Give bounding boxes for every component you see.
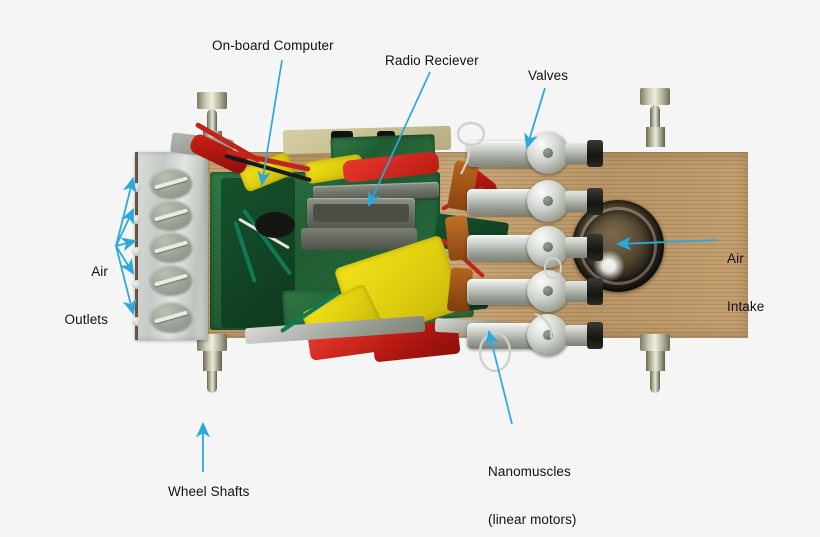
- air-outlet-lug-3: [132, 247, 141, 256]
- wheel-shaft-top-right: [640, 88, 670, 147]
- label-air-outlets-line2: Outlets: [64, 312, 108, 327]
- robot-photograph: [132, 88, 748, 397]
- wheel-shaft-bottom-right: [640, 334, 670, 393]
- label-wheel-shafts: Wheel Shafts: [168, 484, 250, 499]
- label-nanomuscles-line1: Nanomuscles: [488, 464, 571, 479]
- air-outlet-screw-1: [150, 168, 192, 198]
- label-valves: Valves: [528, 68, 569, 83]
- label-air-outlets-line1: Air: [91, 264, 108, 279]
- label-air-intake: Air Intake: [727, 219, 764, 347]
- leader-air-outlet-3: [115, 237, 138, 252]
- label-nanomuscles-line2: (linear motors): [488, 512, 577, 527]
- air-outlet-lug-4: [132, 280, 141, 289]
- receiver-module: [301, 228, 417, 250]
- label-air-outlets: Air Outlets: [18, 232, 108, 360]
- air-outlet-manifold: [132, 152, 208, 340]
- air-outlet-lug-2: [132, 215, 141, 224]
- leader-air-outlet-5: [115, 245, 137, 316]
- air-outlet-screw-3: [150, 232, 192, 262]
- label-radio-receiver: Radio Reciever: [385, 53, 479, 68]
- leader-air-outlet-4: [115, 245, 135, 275]
- leader-air-outlet-1: [115, 176, 137, 247]
- label-on-board-computer: On-board Computer: [212, 38, 334, 53]
- air-outlet-lug-5: [132, 317, 141, 326]
- air-outlet-screw-2: [150, 200, 192, 230]
- air-outlet-lug-1: [132, 183, 141, 192]
- label-air-intake-line2: Intake: [727, 299, 765, 314]
- wire-bundle-black: [255, 212, 295, 238]
- air-outlet-screw-5: [150, 302, 192, 332]
- label-air-intake-line1: Air: [727, 251, 744, 266]
- valve-wire-loops: [456, 121, 562, 373]
- wheel-shaft-bottom-left: [197, 334, 227, 393]
- label-nanomuscles: Nanomuscles (linear motors): [488, 432, 577, 537]
- leader-air-outlet-2: [115, 208, 134, 247]
- chip-top: [313, 204, 409, 222]
- air-outlet-screw-4: [150, 265, 192, 295]
